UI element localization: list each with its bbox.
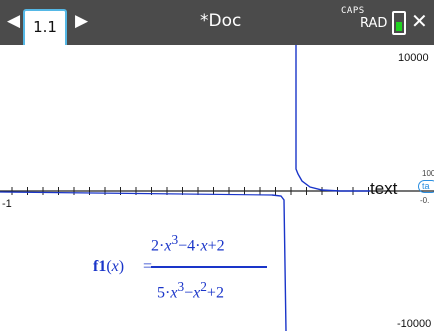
function-graph-left-branch <box>0 191 273 196</box>
function-equals: = <box>143 258 153 275</box>
battery-level <box>396 22 402 31</box>
y-min-label: -10000 <box>397 318 432 330</box>
angle-mode-indicator: RAD <box>360 16 388 31</box>
top-bar: ◀ 1.1 ▶ *Doc CAPS RAD ✕ <box>0 0 434 45</box>
y-max-label: 10000 <box>398 52 429 64</box>
document-title: *Doc <box>200 11 242 31</box>
small-axis-label-bottom: -0. <box>420 196 430 205</box>
text-entry-box[interactable]: ta <box>418 180 434 193</box>
small-axis-label-top: 100 <box>422 169 434 178</box>
previous-page-arrow-icon[interactable]: ◀ <box>7 11 21 31</box>
caps-indicator: CAPS <box>341 6 365 16</box>
function-numerator: 2·x3−4·x+2 <box>151 232 225 255</box>
function-name: f1(x) <box>93 258 125 275</box>
function-denominator: 5·x3−x2+2 <box>157 279 224 302</box>
battery-icon <box>392 11 406 35</box>
x-min-label: -1 <box>2 198 12 210</box>
page-tab[interactable]: 1.1 <box>23 9 67 45</box>
close-icon[interactable]: ✕ <box>411 9 428 33</box>
function-graph-lower-branch <box>271 194 287 331</box>
function-label[interactable]: f1(x) = 2·x3−4·x+2 5·x3−x2+2 <box>93 232 273 306</box>
fraction-bar <box>151 266 267 268</box>
graph-canvas[interactable] <box>0 45 434 331</box>
function-graph-upper-branch <box>295 45 370 192</box>
text-tool-label[interactable]: text <box>370 179 398 198</box>
next-page-arrow-icon[interactable]: ▶ <box>75 11 89 31</box>
